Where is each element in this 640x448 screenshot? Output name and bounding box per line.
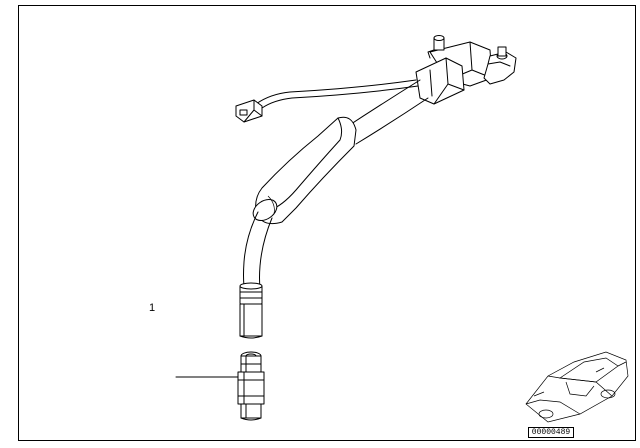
diagram-frame xyxy=(18,5,636,441)
callout-number-1[interactable]: 1 xyxy=(149,302,156,314)
car-thumbnail-icon xyxy=(525,351,629,423)
cable-connector-icon[interactable] xyxy=(237,351,265,421)
catalog-code-label: 00000489 xyxy=(528,427,574,438)
battery-cable-icon[interactable] xyxy=(235,35,517,339)
